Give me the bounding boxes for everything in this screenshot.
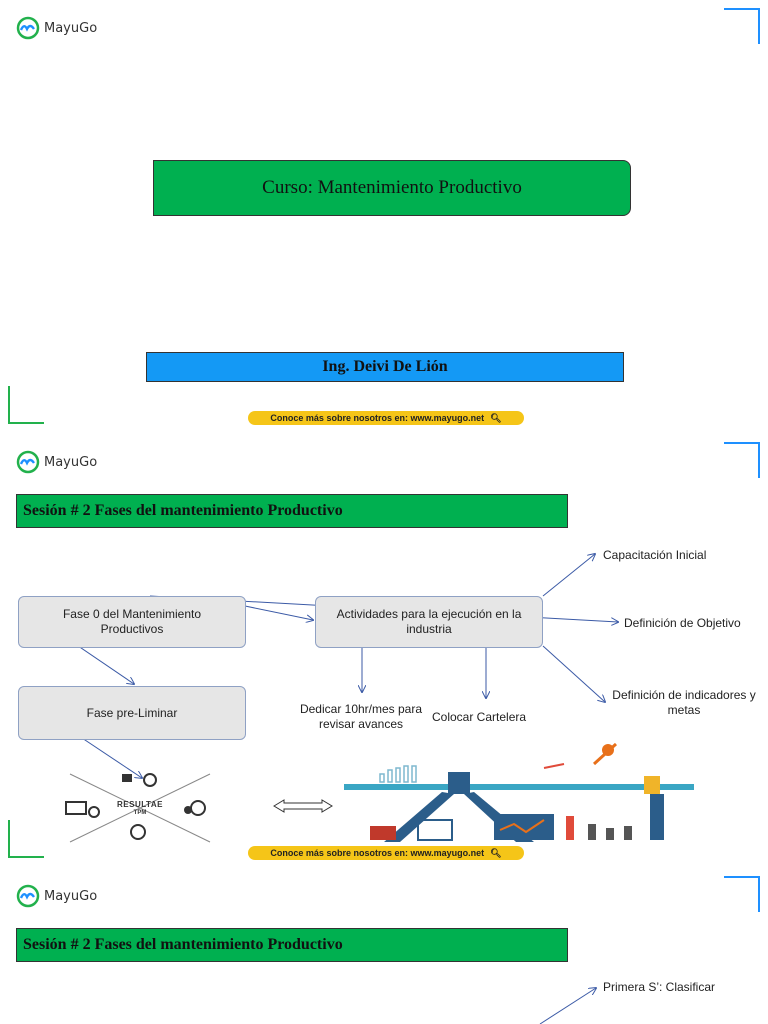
corner-decoration-bottom-left (8, 386, 44, 424)
brand-name: MayuGo (44, 888, 98, 904)
box-fase-0: Fase 0 del Mantenimiento Productivos (18, 596, 246, 648)
mayugo-logo: MayuGo (16, 450, 97, 474)
mayugo-logo-icon (16, 884, 40, 908)
mayugo-logo: MayuGo (16, 884, 97, 908)
search-icon: 🔍︎ (490, 412, 502, 423)
tpm-results-diagram: RESULTAE TPM (60, 768, 220, 848)
label-capacitacion: Capacitación Inicial (603, 548, 707, 562)
slide-2: MayuGo Sesión # 2 Fases del mantenimient… (0, 434, 768, 868)
corner-decoration-top-right (724, 8, 760, 44)
website-banner[interactable]: Conoce más sobre nosotros en: www.mayugo… (248, 846, 524, 860)
arrow-to-primera (539, 988, 596, 1024)
connector-arrows (539, 868, 768, 1024)
label-primera-s: Primera S’: Clasificar (603, 980, 716, 994)
arrow-to-capacitacion (542, 554, 595, 597)
diagram-sublabel: TPM (133, 810, 147, 816)
box-actividades-text: Actividades para la ejecución en la indu… (336, 607, 522, 636)
label-definicion-indicadores: Definición de indicadores y metas (612, 688, 756, 717)
label-definicion-objetivo: Definición de Objetivo (624, 616, 741, 630)
diagram-cross-lines (65, 773, 211, 843)
banner-text: Conoce más sobre nosotros en: www.mayugo… (270, 413, 485, 423)
mayugo-logo-icon (16, 16, 40, 40)
label-dedicar-horas: Dedicar 10hr/mes para revisar avances (299, 702, 423, 731)
mayugo-logo: MayuGo (16, 16, 97, 40)
box-preliminar-text: Fase pre-Liminar (86, 705, 178, 720)
corner-decoration-top-right (724, 442, 760, 478)
corner-decoration-top-right (724, 876, 760, 912)
slide-3: MayuGo Sesión # 2 Fases del mantenimient… (0, 868, 768, 1024)
industry-illustration (344, 742, 694, 842)
search-icon: 🔍︎ (490, 847, 502, 858)
corner-decoration-bottom-left (8, 820, 44, 858)
session-title: Sesión # 2 Fases del mantenimiento Produ… (16, 928, 568, 962)
double-arrow-icon (273, 799, 333, 813)
course-title: Curso: Mantenimiento Productivo (153, 160, 631, 216)
website-banner[interactable]: Conoce más sobre nosotros en: www.mayugo… (248, 411, 524, 425)
box-fase-0-text: Fase 0 del Mantenimiento Productivos (62, 607, 202, 636)
arrow-to-actividades (244, 605, 313, 620)
session-title: Sesión # 2 Fases del mantenimiento Produ… (16, 494, 568, 528)
slide-1: MayuGo Curso: Mantenimiento Productivo I… (0, 0, 768, 434)
box-actividades: Actividades para la ejecución en la indu… (315, 596, 543, 648)
mayugo-logo-icon (16, 450, 40, 474)
box-fase-preliminar: Fase pre-Liminar (18, 686, 246, 740)
arrow-to-indicadores (542, 645, 605, 702)
banner-text: Conoce más sobre nosotros en: www.mayugo… (270, 848, 485, 858)
brand-name: MayuGo (44, 20, 98, 36)
author-name: Ing. Deivi De Lión (146, 352, 624, 382)
diagram-label: RESULTAE (117, 800, 163, 809)
brand-name: MayuGo (44, 454, 98, 470)
label-colocar-cartelera: Colocar Cartelera (432, 710, 527, 724)
